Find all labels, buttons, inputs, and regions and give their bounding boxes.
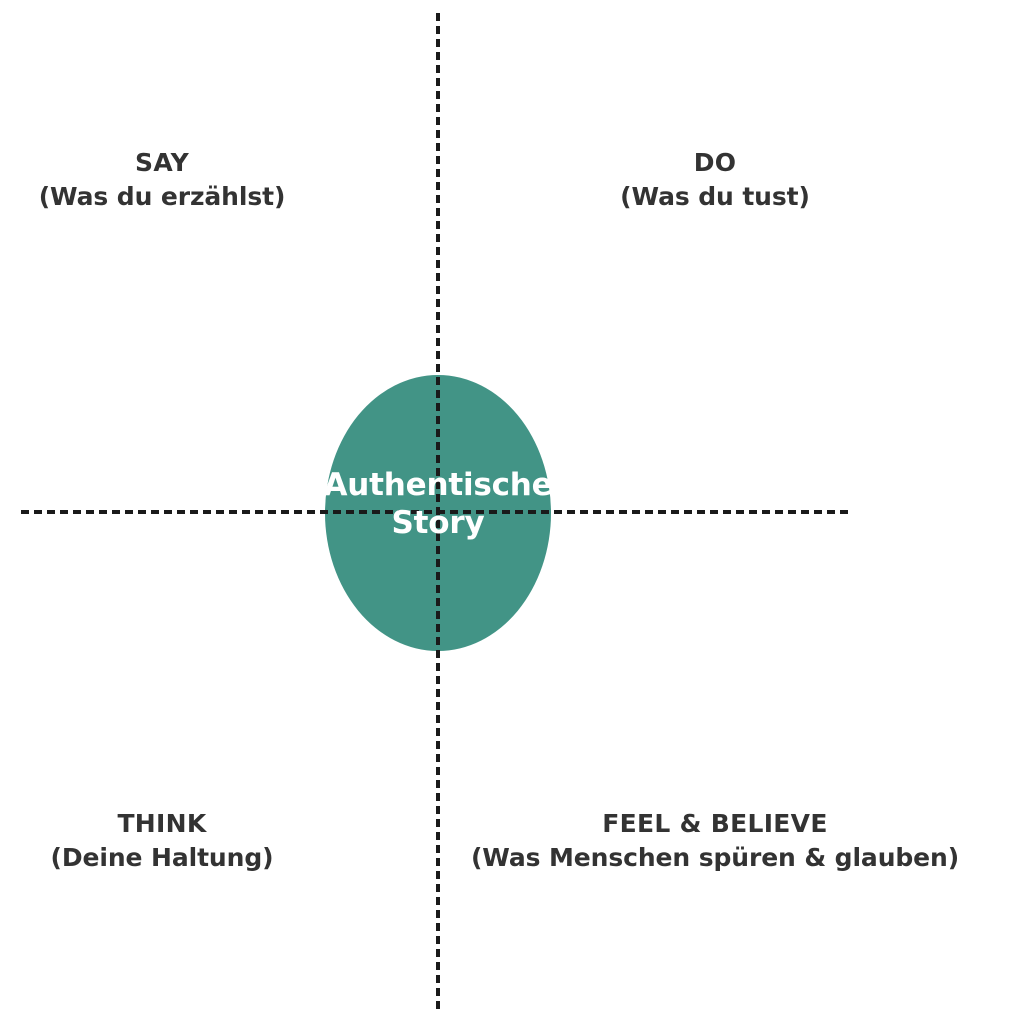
quadrant-feel-subtitle: (Was Menschen spüren & glauben) bbox=[470, 843, 960, 872]
quadrant-label-think: THINK (Deine Haltung) bbox=[0, 807, 362, 875]
quadrant-think-title: THINK bbox=[117, 809, 207, 838]
quadrant-do-title: DO bbox=[693, 148, 737, 177]
horizontal-axis-dashed-line bbox=[21, 510, 852, 514]
quadrant-feel-title: FEEL & BELIEVE bbox=[602, 809, 828, 838]
quadrant-label-feel-believe: FEEL & BELIEVE (Was Menschen spüren & gl… bbox=[415, 807, 1015, 875]
quadrant-say-subtitle: (Was du erzählst) bbox=[38, 182, 286, 211]
quadrant-do-subtitle: (Was du tust) bbox=[620, 182, 810, 211]
quadrant-label-do: DO (Was du tust) bbox=[515, 146, 915, 214]
quadrant-think-subtitle: (Deine Haltung) bbox=[50, 843, 274, 872]
quadrant-label-say: SAY (Was du erzählst) bbox=[0, 146, 362, 214]
quadrant-say-title: SAY bbox=[135, 148, 189, 177]
